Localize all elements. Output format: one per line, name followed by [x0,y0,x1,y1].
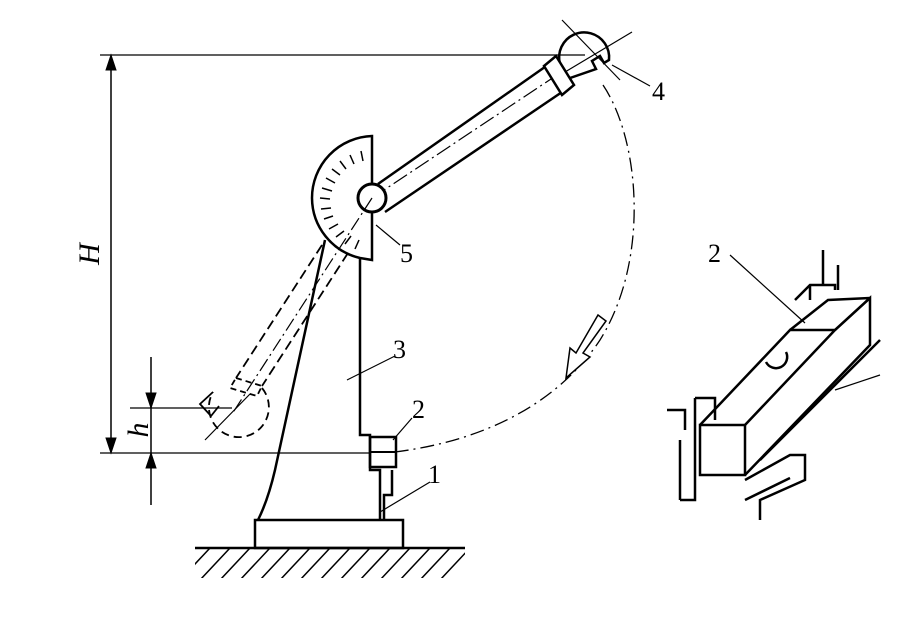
dimension-lines [100,53,585,505]
base-plate [253,518,405,550]
swing-trajectory [394,84,635,453]
label-specimen-detail: 2 [708,239,721,268]
ground [195,546,465,578]
angle-dial [310,134,374,262]
dimension-h-label: h [122,423,155,438]
dimension-H-label: H [73,241,106,266]
label-hammer: 4 [652,77,665,106]
pendulum-hammer-raised [542,19,633,97]
pendulum-arm-raised [371,60,566,214]
pendulum-hammer-lower [198,387,270,441]
label-dial: 5 [400,239,413,268]
label-base: 1 [428,460,441,489]
swing-direction-arrow [564,313,608,380]
specimen-detail-view [667,250,881,520]
machine-frame [256,239,394,521]
leader-lines [346,64,881,513]
label-specimen: 2 [412,395,425,424]
label-frame: 3 [393,335,406,364]
specimen-on-anvil [368,435,398,469]
pendulum-arm-lower [228,197,373,415]
